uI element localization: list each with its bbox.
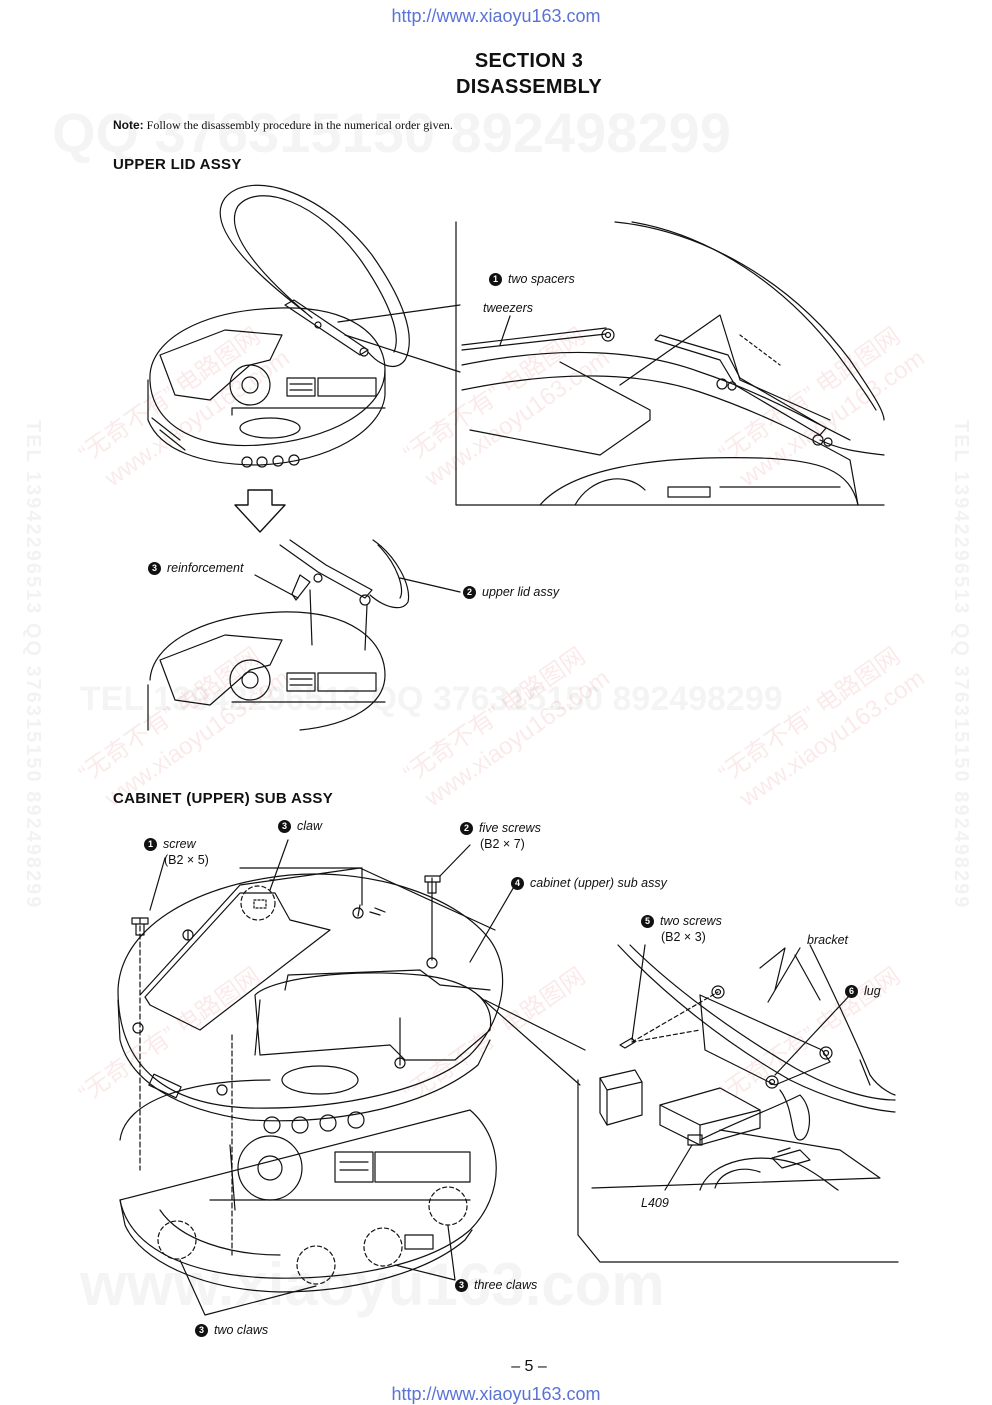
step-number-icon: 1 — [144, 838, 157, 851]
step-number-icon: 3 — [195, 1324, 208, 1337]
bracket-detail-zoom — [577, 944, 899, 1263]
label-screw: 1 screw (B2 × 5) — [144, 836, 209, 868]
label-text: reinforcement — [167, 561, 244, 575]
step-number-icon: 1 — [489, 273, 502, 286]
step-number-icon: 4 — [511, 877, 524, 890]
label-text: two claws — [214, 1323, 269, 1337]
arrow-down-icon — [234, 489, 286, 533]
watermark-qq: QQ 376315150 892498299 — [52, 100, 731, 165]
page-number: – 5 – — [511, 1358, 547, 1375]
label-bracket: bracket — [807, 933, 848, 947]
section-subtitle: DISASSEMBLY — [456, 76, 602, 98]
label-cabinet-sub-assy: 4 cabinet (upper) sub assy — [511, 875, 667, 891]
step-number-icon: 2 — [463, 586, 476, 599]
note: Note: Follow the disassembly procedure i… — [113, 118, 453, 133]
label-text: two spacers — [508, 272, 575, 286]
label-two-screws: 5 two screws (B2 × 3) — [641, 913, 722, 945]
step-number-icon: 3 — [148, 562, 161, 575]
label-three-claws: 3 three claws — [455, 1277, 537, 1293]
label-spec: (B2 × 5) — [164, 853, 209, 867]
upper-lid-heading: UPPER LID ASSY — [113, 156, 242, 173]
label-text: three claws — [474, 1278, 538, 1292]
label-text: upper lid assy — [482, 585, 560, 599]
cabinet-heading: CABINET (UPPER) SUB ASSY — [113, 790, 333, 807]
step-number-icon: 5 — [641, 915, 654, 928]
section-title: SECTION 3 — [474, 50, 584, 72]
label-upper-lid-assy: 2 upper lid assy — [463, 584, 559, 600]
label-text: five screws — [479, 821, 541, 835]
label-claw: 3 claw — [278, 818, 322, 834]
label-two-spacers: 1 two spacers — [489, 271, 575, 287]
step-number-icon: 6 — [845, 985, 858, 998]
note-text: Follow the disassembly procedure in the … — [146, 118, 453, 132]
label-spec: (B2 × 3) — [661, 930, 706, 944]
player-reinforcement-illustration — [147, 539, 461, 731]
label-reinforcement: 3 reinforcement — [148, 560, 243, 576]
label-l409: L409 — [641, 1196, 669, 1210]
label-text: screw — [163, 837, 196, 851]
label-text: two screws — [660, 914, 722, 928]
label-two-claws: 3 two claws — [195, 1322, 268, 1338]
player-top-illustration — [147, 184, 461, 468]
step-number-icon: 3 — [455, 1279, 468, 1292]
header-url-link[interactable]: http://www.xiaoyu163.com — [391, 6, 601, 26]
spacer-detail-zoom — [455, 221, 885, 506]
label-five-screws: 2 five screws (B2 × 7) — [460, 820, 541, 852]
step-number-icon: 2 — [460, 822, 473, 835]
footer-url-link[interactable]: http://www.xiaoyu163.com — [391, 1384, 601, 1404]
watermark-tel: TEL 13942296513 QQ 376315150 892498299 — [80, 680, 783, 719]
label-lug: 6 lug — [845, 983, 881, 999]
label-text: lug — [864, 984, 881, 998]
cabinet-illustration — [117, 839, 586, 1316]
label-tweezers: tweezers — [483, 301, 534, 315]
watermark-site: www.xiaoyu163.com — [80, 1250, 665, 1319]
step-number-icon: 3 — [278, 820, 291, 833]
label-text: cabinet (upper) sub assy — [530, 876, 667, 890]
label-text: claw — [297, 819, 323, 833]
note-label: Note: — [113, 118, 144, 132]
label-spec: (B2 × 7) — [480, 837, 525, 851]
